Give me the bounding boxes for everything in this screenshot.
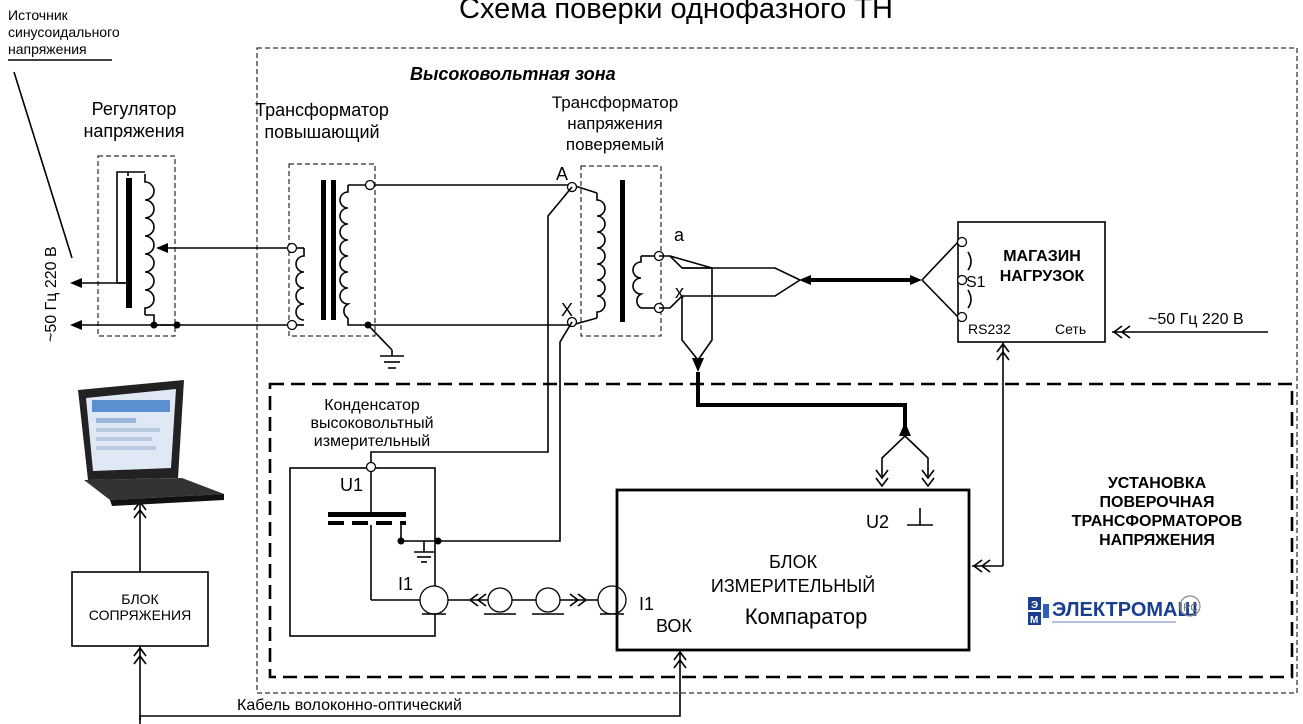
load-box-title-1: МАГАЗИН xyxy=(1003,248,1081,265)
source-label-line-3: напряжения xyxy=(8,41,87,57)
load-box: S1 МАГАЗИН НАГРУЗОК RS232 Сеть xyxy=(956,221,1106,343)
installation-label-4: НАПРЯЖЕНИЯ xyxy=(1099,532,1215,549)
installation-border xyxy=(268,382,1294,679)
fiber-cable-label: Кабель волоконно-оптический xyxy=(237,697,462,714)
measuring-block-title-1: БЛОК xyxy=(769,552,818,572)
optical-sensor-right xyxy=(597,585,627,615)
capacitor-box xyxy=(289,467,436,637)
svg-text:РС: РС xyxy=(1183,602,1198,614)
regulator-box xyxy=(97,155,176,337)
voltage-regulator: Регулятор напряжения xyxy=(83,99,288,337)
diagram-title: Схема поверки однофазного ТН xyxy=(459,0,893,25)
electromash-logo: Э М ЭЛЕКТРОМАШ РС xyxy=(1028,595,1201,626)
step-up-box xyxy=(288,163,376,337)
terminal-A-label: A xyxy=(556,164,568,184)
vt-under-test: Трансформатор напряжения поверяемый A X … xyxy=(552,93,685,337)
secondary-wiring xyxy=(659,241,959,488)
svg-text:М: М xyxy=(1030,615,1038,626)
vt-label-1: Трансформатор xyxy=(552,93,678,112)
interface-block-label-2: СОПРЯЖЕНИЯ xyxy=(89,607,191,623)
installation-label-2: ПОВЕРОЧНАЯ xyxy=(1100,494,1215,511)
vt-box xyxy=(580,165,662,337)
hv-zone-label: Высоковольтная зона xyxy=(410,64,616,84)
terminal-x-label: x xyxy=(675,282,684,302)
vt-label-2: напряжения xyxy=(567,114,662,133)
source-label-line-1: Источник xyxy=(8,7,69,23)
vok-label: ВОК xyxy=(656,616,692,636)
step-up-label-2: повышающий xyxy=(264,122,379,142)
right-supply: ~50 Гц 220 В xyxy=(1112,311,1268,339)
i1-left-label: I1 xyxy=(398,574,413,594)
supply-right-label: ~50 Гц 220 В xyxy=(1148,311,1244,328)
optical-sensor-left xyxy=(419,585,449,615)
laptop-icon xyxy=(78,380,224,506)
load-box-s1: S1 xyxy=(966,274,986,291)
left-supply: ~50 Гц 220 В xyxy=(43,246,178,342)
step-up-transformer: Трансформатор повышающий xyxy=(255,100,404,369)
interface-block-label-1: БЛОК xyxy=(121,591,159,607)
regulator-label-2: напряжения xyxy=(83,121,184,141)
step-up-terminal-3 xyxy=(364,179,376,191)
capacitor-label-3: измерительный xyxy=(314,433,430,450)
capacitor-label-2: высоковольтный xyxy=(310,415,433,432)
hv-zone-border xyxy=(256,47,1298,694)
terminal-a-label: a xyxy=(674,225,685,245)
installation-label: УСТАНОВКА ПОВЕРОЧНАЯ ТРАНСФОРМАТОРОВ НАП… xyxy=(1072,475,1243,549)
optical-link xyxy=(448,585,627,615)
rs232-link xyxy=(972,342,1010,573)
lead-A xyxy=(370,186,573,462)
capacitor-terminal-u1 xyxy=(365,461,377,473)
measuring-block-title-2: ИЗМЕРИТЕЛЬНЫЙ xyxy=(711,575,875,596)
load-box-title-2: НАГРУЗОК xyxy=(1000,268,1085,285)
terminal-X-label: X xyxy=(561,300,573,320)
regulator-label-1: Регулятор xyxy=(92,99,177,119)
installation-label-1: УСТАНОВКА xyxy=(1108,475,1207,492)
step-up-terminal-1 xyxy=(286,242,298,254)
supply-left-label: ~50 Гц 220 В xyxy=(43,246,60,342)
interface-block: БЛОК СОПРЯЖЕНИЯ xyxy=(71,500,209,720)
measuring-block: I1 U2 БЛОК ИЗМЕРИТЕЛЬНЫЙ Компаратор ВОК xyxy=(615,488,971,652)
svg-text:Э: Э xyxy=(1031,600,1038,611)
source-label: Источник синусоидального напряжения xyxy=(8,7,120,259)
regulator-core xyxy=(126,178,132,308)
capacitor-label-1: Конденсатор xyxy=(324,397,420,414)
step-up-label-1: Трансформатор xyxy=(255,100,389,120)
u1-label: U1 xyxy=(340,475,363,495)
regulator-coil xyxy=(144,174,155,315)
logo-text: ЭЛЕКТРОМАШ xyxy=(1052,599,1198,621)
hv-capacitor: Конденсатор высоковольтный измерительный… xyxy=(289,397,449,637)
step-up-terminal-2 xyxy=(286,319,298,331)
measuring-block-frame xyxy=(615,488,971,652)
comparator-label: Компаратор xyxy=(745,604,868,629)
installation-label-3: ТРАНСФОРМАТОРОВ xyxy=(1072,513,1243,530)
fiber-cable: Кабель волоконно-оптический xyxy=(139,650,687,724)
load-box-rs232: RS232 xyxy=(968,321,1011,337)
lead-X xyxy=(438,321,573,542)
load-box-net: Сеть xyxy=(1055,321,1086,337)
source-label-line-2: синусоидального xyxy=(8,24,120,40)
vt-label-3: поверяемый xyxy=(566,135,664,154)
u2-label: U2 xyxy=(866,512,889,532)
i1-right-label: I1 xyxy=(639,594,654,614)
